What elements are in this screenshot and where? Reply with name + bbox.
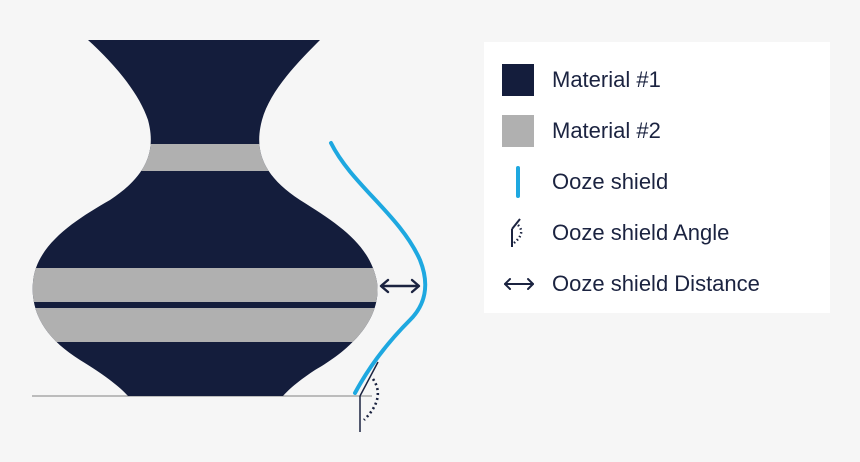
ooze-shield-angle-indicator xyxy=(359,361,380,432)
ooze-shield-angle-icon xyxy=(511,218,523,247)
material-1-region xyxy=(32,40,378,396)
material-2-band-middle xyxy=(32,268,378,302)
legend-label-ooze-shield: Ooze shield xyxy=(552,169,669,194)
ooze-shield-line xyxy=(329,141,428,395)
ooze-shield-line-icon xyxy=(516,166,520,198)
material-2-swatch-icon xyxy=(502,115,534,147)
material-1-swatch-icon xyxy=(502,64,534,96)
ooze-shield-distance-arrow xyxy=(379,278,421,294)
double-arrow-icon xyxy=(504,278,534,290)
vase-body xyxy=(32,40,378,396)
legend-panel: Material #1 Material #2 Ooze shield Ooze… xyxy=(484,42,830,313)
legend-item-material-2: Material #2 xyxy=(484,111,830,151)
legend-item-ooze-shield-angle: Ooze shield Angle xyxy=(484,213,830,253)
legend-label-material-2: Material #2 xyxy=(552,118,661,143)
legend-item-ooze-shield: Ooze shield xyxy=(484,162,830,202)
legend-label-ooze-shield-distance: Ooze shield Distance xyxy=(552,271,760,296)
material-2-band-top xyxy=(32,144,378,171)
material-2-band-bottom xyxy=(32,308,378,342)
legend-label-material-1: Material #1 xyxy=(552,67,661,92)
legend-item-material-1: Material #1 xyxy=(484,60,830,100)
legend-label-ooze-shield-angle: Ooze shield Angle xyxy=(552,220,730,245)
legend-item-ooze-shield-distance: Ooze shield Distance xyxy=(484,264,830,304)
